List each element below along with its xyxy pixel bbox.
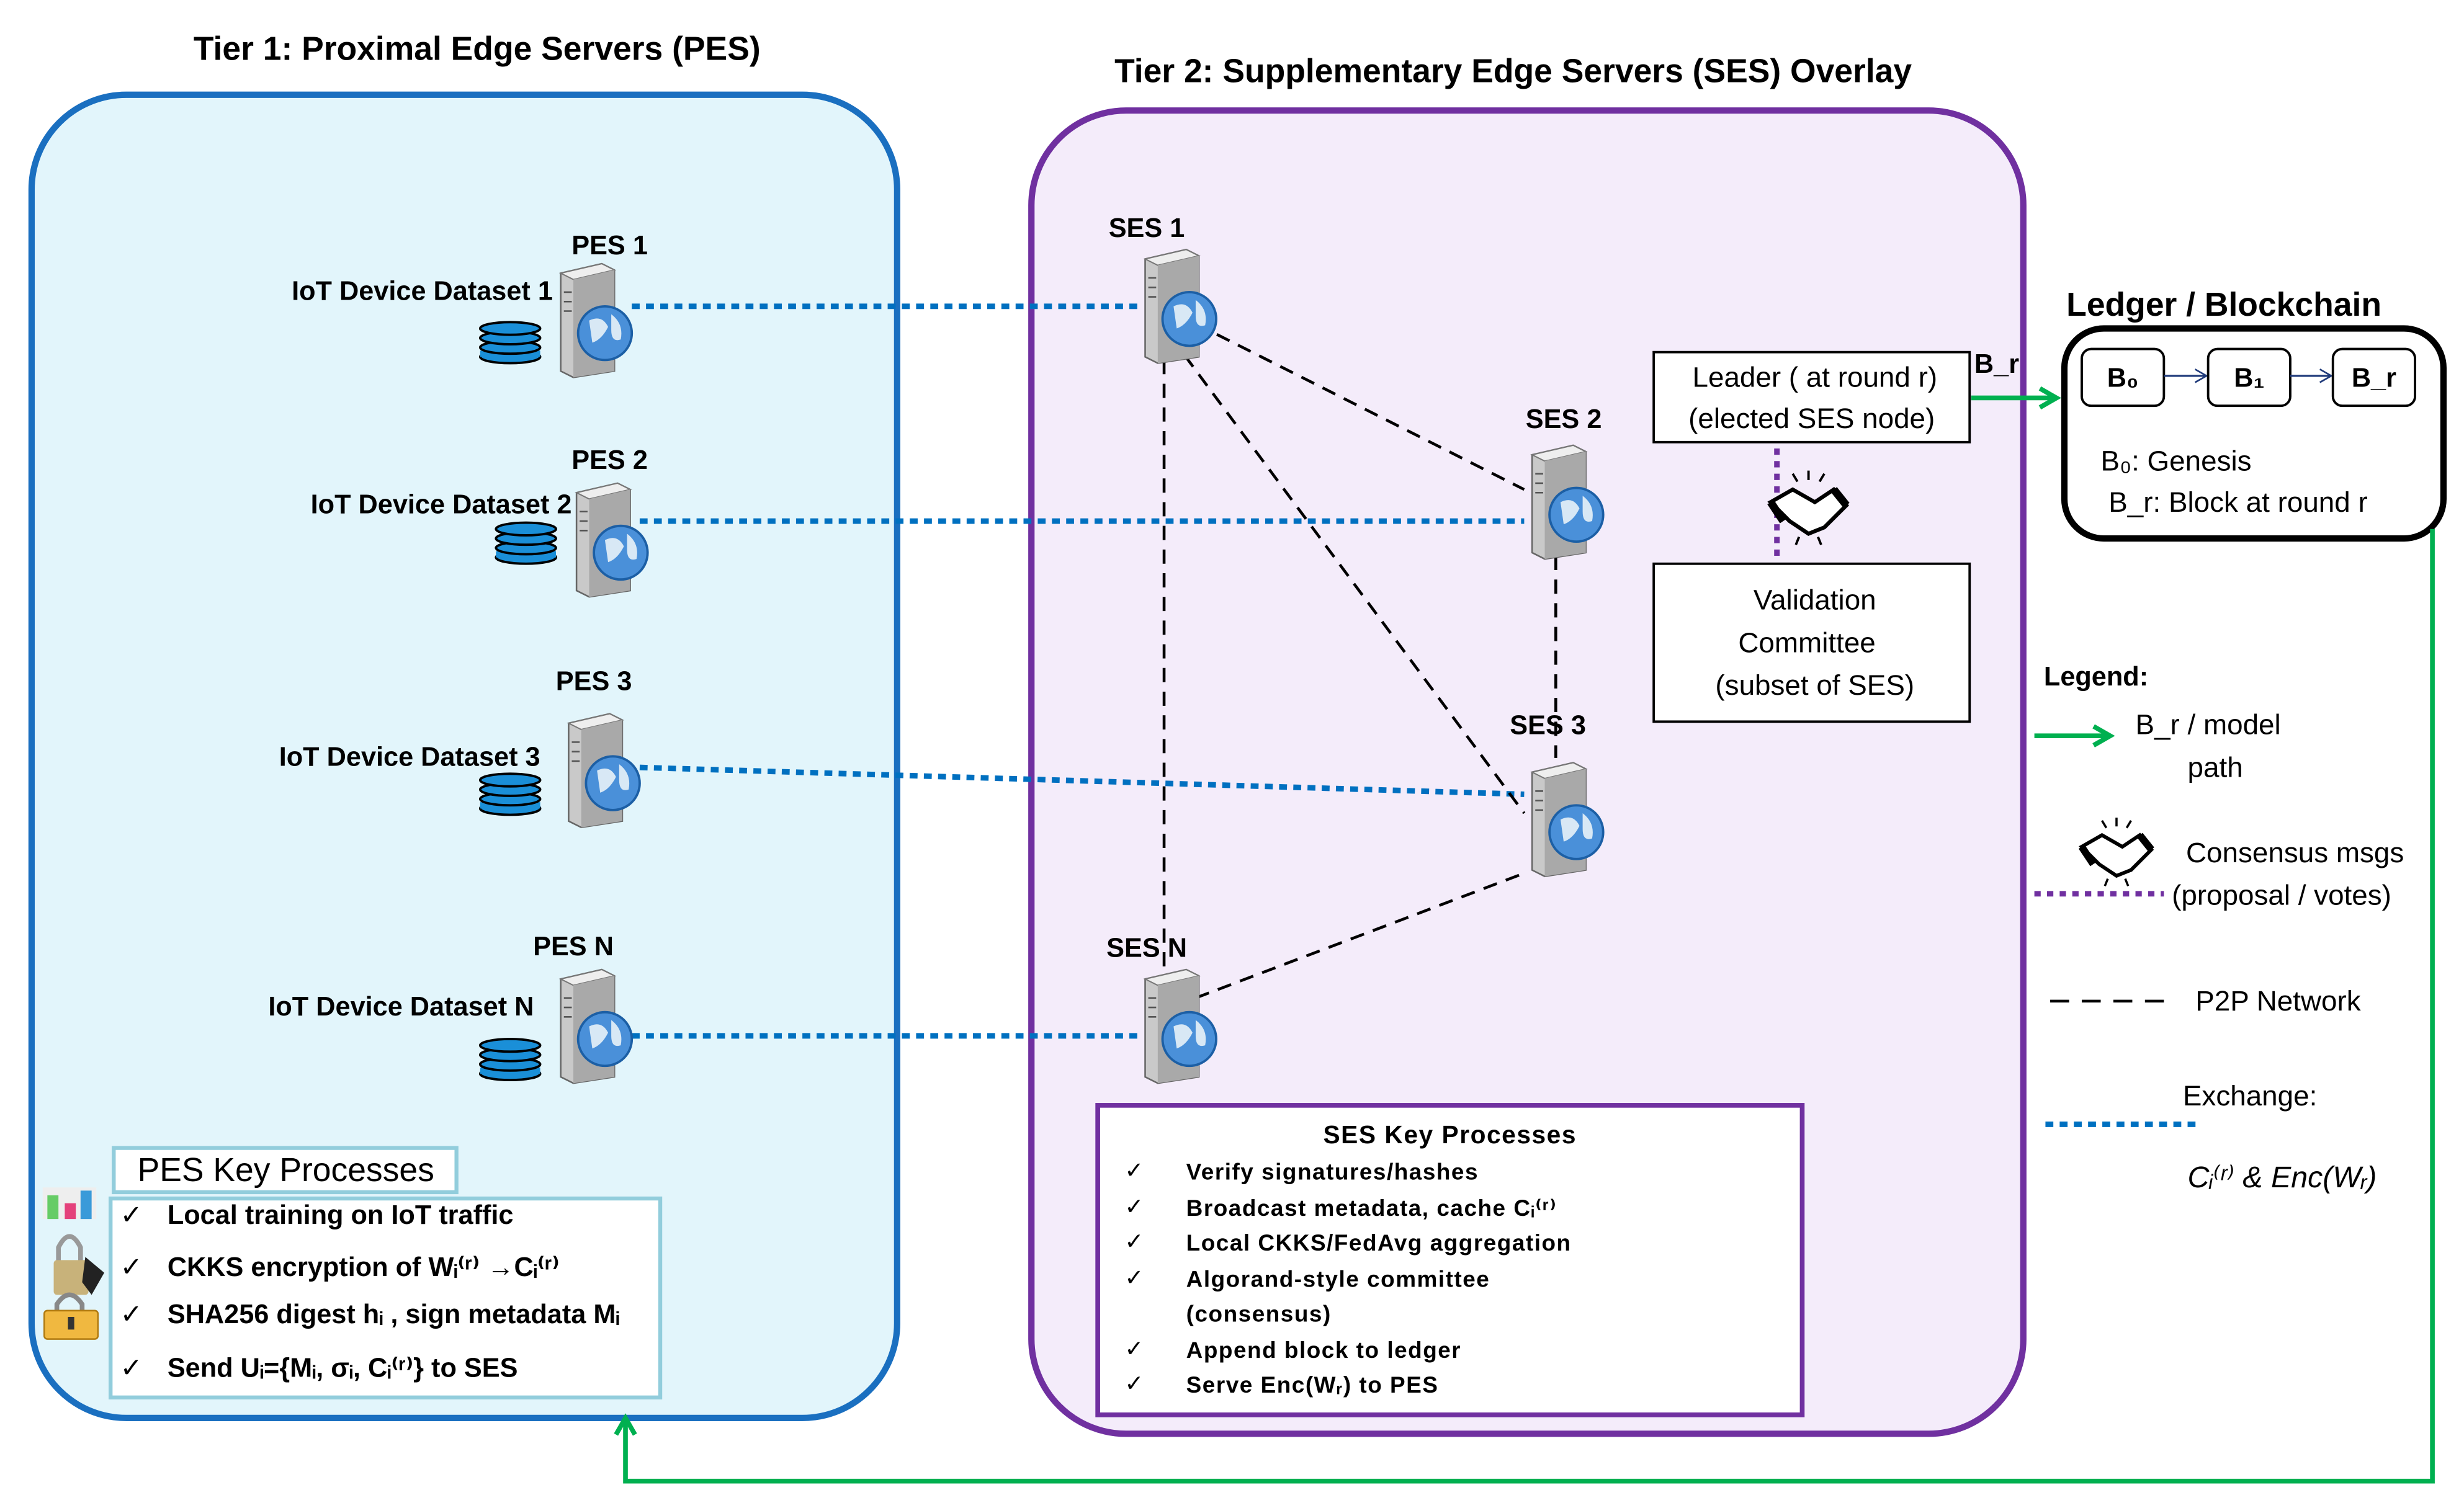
check-icon: ✓ [1124, 1194, 1144, 1220]
ses-process-item: Verify signatures/hashes [1186, 1159, 1479, 1185]
ses-label: SES 2 [1526, 404, 1602, 434]
ses-node-1: SES 1 [1109, 213, 1218, 365]
ledger-note-block: B_r: Block at round r [2108, 486, 2367, 518]
database-icon [478, 321, 542, 365]
database-icon [495, 521, 557, 565]
pes-process-item: Send Uᵢ={Mᵢ, σᵢ, Cᵢ⁽ʳ⁾} to SES [168, 1354, 518, 1383]
pes-label: PES 1 [571, 231, 648, 261]
block-b0: B₀ [2081, 347, 2166, 408]
pes-label: PES N [533, 932, 614, 961]
check-icon: ✓ [120, 1354, 142, 1383]
pes-process-item: CKKS encryption of Wᵢ⁽ʳ⁾ →Cᵢ⁽ʳ⁾ [168, 1252, 560, 1282]
pes-label: PES 3 [556, 666, 632, 696]
pes-label: PES 2 [571, 445, 648, 475]
block-br: B_r [2331, 347, 2416, 408]
p2p-link-ses1-ses3 [1183, 354, 1526, 814]
database-icon [478, 772, 542, 816]
committee-line-2: Committee [1738, 627, 1875, 658]
pes-tier-container [28, 91, 900, 1421]
handshake-icon [2082, 818, 2151, 886]
tier2-title: Tier 2: Supplementary Edge Servers (SES)… [1114, 53, 1912, 89]
leader-box: Leader ( at round r) (elected SES node) [1652, 350, 1971, 444]
check-icon: ✓ [1124, 1158, 1144, 1183]
check-icon: ✓ [1124, 1265, 1144, 1290]
leader-line-2: (elected SES node) [1688, 403, 1935, 434]
block-label: B_r [2352, 364, 2396, 393]
ses-process-item: Broadcast metadata, cache Cᵢ⁽ʳ⁾ [1186, 1195, 1557, 1221]
dataset-label: IoT Device Dataset 3 [279, 743, 540, 772]
dataset-label: IoT Device Dataset N [268, 992, 534, 1022]
ses-node-3: SES 3 [1510, 711, 1605, 878]
block-label: B₀ [2107, 364, 2139, 393]
lock-key-icon [53, 1234, 105, 1295]
check-icon: ✓ [120, 1252, 142, 1282]
legend-p2p-label: P2P Network [2195, 985, 2361, 1017]
ses-process-item: Algorand-style committee [1186, 1267, 1490, 1292]
dataset-label: IoT Device Dataset 2 [311, 489, 572, 519]
ses-process-item: Serve Enc(Wᵣ) to PES [1186, 1372, 1439, 1398]
ses-key-processes: SES Key Processes ✓ Verify signatures/ha… [1095, 1103, 1805, 1417]
ses-node-2: SES 2 [1526, 404, 1605, 561]
block-b1: B₁ [2206, 347, 2292, 408]
ses-label: SES 3 [1510, 711, 1586, 741]
database-icon [478, 1038, 542, 1082]
br-label: B_r [1974, 349, 2019, 379]
ledger-title: Ledger / Blockchain [2066, 287, 2381, 323]
legend-consensus-label: Consensus msgs [2186, 837, 2404, 868]
ses-node-n: SES N [1106, 934, 1218, 1085]
check-icon: ✓ [120, 1200, 142, 1230]
check-icon: ✓ [120, 1300, 142, 1329]
pes-process-item: Local training on IoT traffic [168, 1200, 514, 1230]
validation-committee-box: Validation Committee (subset of SES) [1652, 562, 1971, 723]
bar-chart-icon [42, 1187, 97, 1220]
committee-line-3: (subset of SES) [1715, 669, 1914, 701]
check-icon: ✓ [1124, 1336, 1144, 1362]
ses-process-item: Append block to ledger [1186, 1337, 1462, 1363]
ses-key-processes-title: SES Key Processes [1324, 1120, 1577, 1149]
pes-node-2: PES 2 IoT Device Dataset 2 [311, 445, 649, 599]
padlock-icon [43, 1292, 99, 1340]
dataset-label: IoT Device Dataset 1 [292, 277, 553, 306]
p2p-link-ses1-ses2 [1194, 322, 1525, 491]
check-icon: ✓ [1124, 1371, 1144, 1396]
ledger-note-genesis: B₀: Genesis [2101, 445, 2252, 477]
tier1-title: Tier 1: Proximal Edge Servers (PES) [194, 31, 761, 68]
exchange-link-pes3-ses3 [639, 764, 1525, 797]
legend-title: Legend: [2044, 662, 2148, 692]
leader-line-1: Leader ( at round r) [1693, 362, 1938, 393]
pes-process-item: SHA256 digest hᵢ , sign metadata Mᵢ [168, 1300, 620, 1329]
check-icon: ✓ [1124, 1229, 1144, 1254]
block-label: B₁ [2234, 364, 2264, 393]
ses-label: SES 1 [1109, 213, 1185, 243]
legend-consensus-label-2: (proposal / votes) [2172, 880, 2391, 911]
legend-exchange-label: Exchange: [2183, 1080, 2317, 1112]
pes-node-3: PES 3 IoT Device Dataset 3 [279, 666, 641, 829]
legend: Legend: B_r / model path Consensus msgs … [2034, 662, 2404, 1194]
pes-node-n: PES N IoT Device Dataset N [268, 932, 634, 1085]
pes-key-processes-title: PES Key Processes [138, 1152, 434, 1189]
pes-node-1: PES 1 IoT Device Dataset 1 [292, 231, 648, 379]
legend-model-path-label-2: path [2188, 751, 2243, 783]
ses-process-item: (consensus) [1186, 1301, 1332, 1327]
ses-process-item: Local CKKS/FedAvg aggregation [1186, 1230, 1572, 1256]
ses-label: SES N [1106, 934, 1187, 963]
legend-exchange-formula: Cᵢ⁽ʳ⁾ & Enc(Wᵣ) [2188, 1161, 2377, 1194]
p2p-link-sesn-ses3 [1195, 872, 1525, 999]
legend-model-path-label: B_r / model [2136, 709, 2281, 741]
model-return-path [614, 529, 2435, 1484]
pes-key-processes: PES Key Processes ✓ Local training on Io… [42, 1146, 663, 1399]
committee-line-1: Validation [1754, 584, 1876, 616]
